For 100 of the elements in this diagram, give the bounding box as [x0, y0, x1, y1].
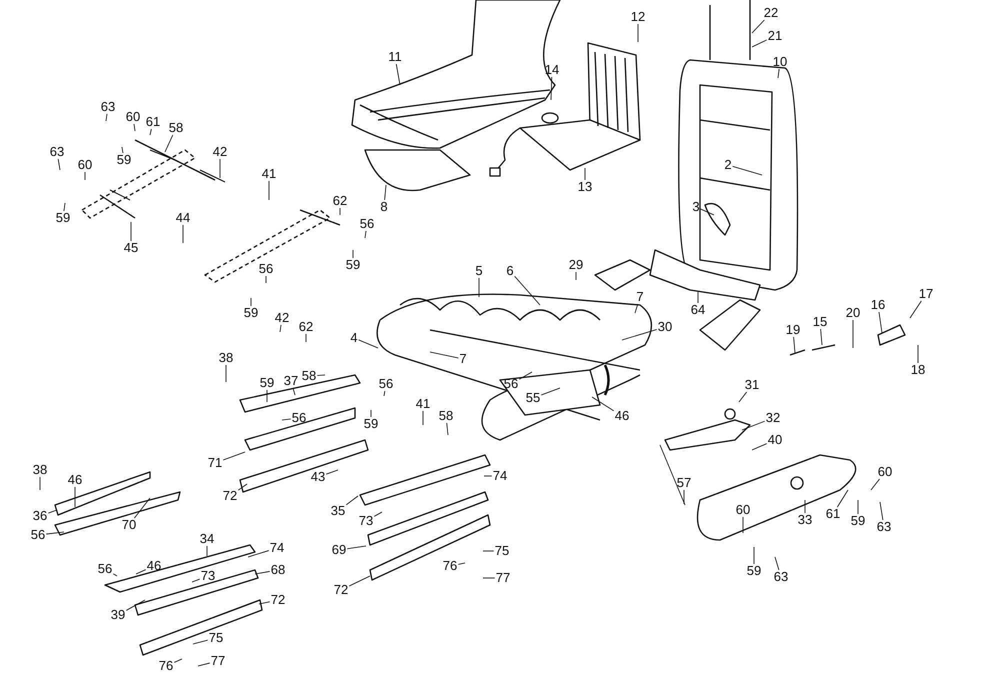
leader-line: [752, 40, 768, 48]
leader-line: [126, 600, 146, 611]
leader-line: [130, 222, 132, 242]
callout-number: 60: [124, 110, 142, 124]
leader-line: [280, 324, 282, 332]
callout-number: 7: [458, 352, 468, 366]
callout-number: 46: [66, 473, 84, 487]
leader-line: [238, 484, 248, 491]
callout-number: 18: [910, 363, 926, 377]
callout-number: 64: [690, 303, 706, 317]
callout-number: 74: [268, 541, 286, 555]
leader-line: [358, 340, 378, 348]
callout-number: 55: [524, 391, 542, 405]
leader-line: [346, 546, 366, 550]
leader-line: [584, 168, 586, 180]
callout-number: 72: [222, 489, 238, 503]
leader-line: [348, 576, 370, 586]
leader-line: [134, 498, 150, 518]
callout-number: 58: [438, 409, 454, 423]
callout-number: 36: [32, 509, 48, 523]
callout-number: 63: [100, 100, 116, 114]
callout-number: 59: [116, 153, 132, 167]
leader-line: [182, 224, 184, 244]
leader-line: [870, 478, 880, 490]
callout-number: 72: [332, 583, 350, 597]
leader-line: [742, 420, 766, 430]
callout-number: 31: [744, 378, 760, 392]
leader-line: [384, 184, 386, 200]
callout-number: 71: [206, 456, 224, 470]
callout-number: 38: [218, 351, 234, 365]
callout-number: 70: [120, 518, 138, 532]
callout-number: 59: [746, 564, 762, 578]
leader-line: [422, 410, 424, 426]
leader-line: [778, 68, 780, 78]
leader-line: [136, 569, 146, 574]
leader-line: [250, 298, 252, 306]
callout-number: 32: [764, 411, 782, 425]
leader-line: [74, 486, 76, 508]
callout-number: 20: [844, 306, 862, 320]
leader-line: [878, 312, 882, 334]
callout-number: 73: [358, 514, 374, 528]
callout-number: 43: [310, 470, 326, 484]
callout-number: 60: [876, 465, 894, 479]
leader-line: [198, 662, 210, 666]
leader-line: [370, 410, 372, 418]
callout-number: 56: [290, 411, 308, 425]
leader-line: [793, 336, 796, 354]
callout-number: 56: [30, 528, 46, 542]
leader-line: [326, 470, 338, 475]
callout-number: 46: [614, 409, 630, 423]
leader-line: [150, 128, 152, 136]
leader-line: [458, 562, 466, 565]
callout-number: 68: [270, 563, 286, 577]
callout-number: 40: [766, 433, 784, 447]
leader-line: [910, 300, 922, 318]
leader-line: [364, 230, 366, 238]
leader-line: [742, 516, 744, 534]
callout-number: 76: [158, 659, 174, 673]
leader-line: [134, 124, 136, 132]
leader-line: [852, 320, 854, 348]
leader-line: [880, 502, 884, 520]
leader-line: [384, 390, 386, 396]
callout-number: 3: [691, 200, 701, 214]
callout-number: 19: [784, 323, 802, 337]
callout-number: 56: [378, 377, 394, 391]
leader-line: [634, 304, 638, 314]
callout-number: 15: [812, 315, 828, 329]
leader-line: [622, 329, 658, 340]
callout-number: 62: [298, 320, 314, 334]
leader-line: [514, 276, 540, 306]
callout-number: 45: [122, 241, 140, 255]
leader-line: [122, 146, 124, 154]
callout-number: 44: [174, 211, 192, 225]
leader-line: [820, 328, 822, 346]
callout-number: 59: [258, 376, 276, 390]
callout-number: 75: [208, 631, 224, 645]
callout-number: 10: [772, 55, 788, 69]
leader-line: [446, 422, 448, 436]
callout-number: 7: [635, 290, 645, 304]
callout-number: 34: [198, 532, 216, 546]
callout-number: 30: [656, 320, 674, 334]
callout-number: 74: [492, 469, 508, 483]
leader-line: [282, 418, 292, 420]
leader-line: [774, 556, 780, 570]
callout-number: 59: [344, 258, 362, 272]
callout-number: 38: [32, 463, 48, 477]
callout-number: 17: [918, 287, 934, 301]
callout-number: 75: [494, 544, 510, 558]
callout-number: 35: [330, 504, 346, 518]
leader-line: [164, 134, 174, 152]
callout-number: 8: [379, 200, 389, 214]
callout-number: 60: [734, 503, 752, 517]
leader-line: [752, 20, 765, 34]
leader-line: [518, 372, 532, 380]
callout-number: 4: [349, 331, 359, 345]
callout-number: 56: [96, 562, 114, 576]
leader-line: [478, 278, 480, 298]
leader-line: [258, 601, 270, 604]
callout-number: 72: [270, 593, 286, 607]
leader-line: [752, 443, 768, 450]
